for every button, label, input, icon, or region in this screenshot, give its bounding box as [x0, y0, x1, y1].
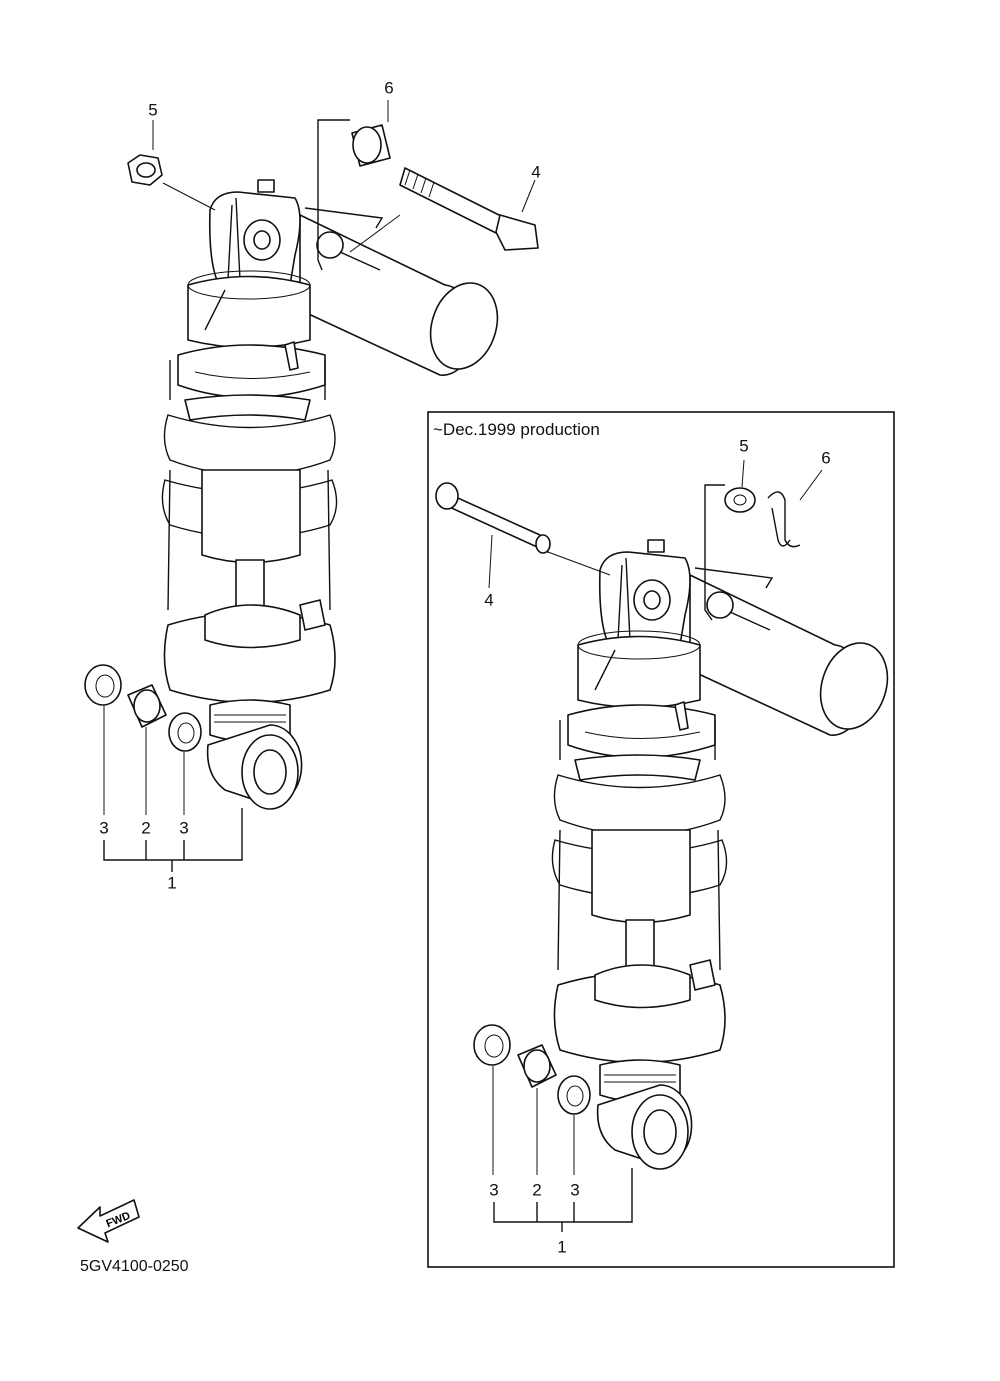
inset-parts: [435, 459, 823, 1232]
callout-2-main: 2: [141, 818, 151, 838]
callout-3a-main: 3: [99, 818, 109, 838]
diagram-code: 5GV4100-0250: [80, 1258, 189, 1275]
inset-title: ~Dec.1999 production: [433, 420, 600, 439]
callout-5-inset: 5: [739, 436, 749, 456]
inset-frame: [427, 411, 895, 1268]
fwd-arrow-icon: FWD: [77, 1199, 140, 1243]
callout-3a-inset: 3: [489, 1180, 499, 1200]
callout-1-inset: 1: [557, 1237, 567, 1257]
callout-4-main: 4: [531, 162, 541, 182]
callout-3b-main: 3: [179, 818, 189, 838]
callout-4-inset: 4: [484, 590, 494, 610]
callout-5-main: 5: [148, 100, 158, 120]
callout-2-inset: 2: [532, 1180, 542, 1200]
callout-3b-inset: 3: [570, 1180, 580, 1200]
callout-6-main: 6: [384, 78, 394, 98]
callout-1-main: 1: [167, 873, 177, 893]
main-parts: [84, 100, 539, 872]
callout-6-inset: 6: [821, 448, 831, 468]
shock-absorber-inset: [551, 539, 899, 1170]
